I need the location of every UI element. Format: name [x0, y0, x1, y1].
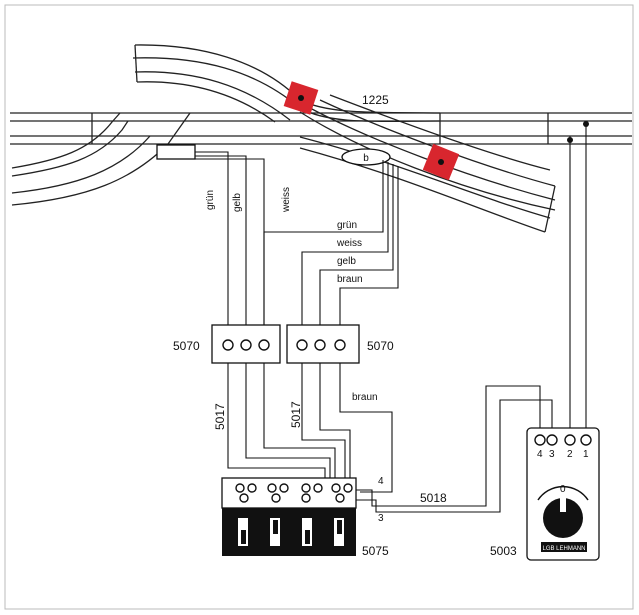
- transformer-brand: LGB LEHMANN: [542, 546, 585, 552]
- main-track: [10, 112, 632, 145]
- cable-left-number: 5017: [213, 403, 227, 430]
- decoder-right: [286, 324, 360, 364]
- transformer: [526, 427, 600, 561]
- control-unit-number: 5075: [362, 544, 389, 558]
- svg-text:b: b: [363, 153, 369, 164]
- point-machine: [156, 144, 196, 160]
- turnout-1225: [132, 44, 556, 233]
- control-panel: [221, 477, 357, 556]
- wire-label-gruen: grün: [205, 190, 216, 210]
- wire-label-gelb-right: gelb: [337, 256, 356, 267]
- transformer-number: 5003: [490, 544, 517, 558]
- decoder-left-number: 5070: [173, 339, 200, 353]
- transformer-terminal-3: 3: [549, 449, 555, 460]
- decoder-right-number: 5070: [367, 339, 394, 353]
- wire-label-weiss: weiss: [281, 187, 292, 213]
- power-cable: [356, 121, 589, 513]
- turnout-motor-top: [283, 81, 319, 115]
- terminal-three-label: 3: [378, 513, 384, 524]
- switch-drive: [341, 148, 391, 166]
- power-cable-number: 5018: [420, 491, 447, 505]
- wire-label-braun-down: braun: [352, 392, 378, 403]
- terminal-four-label: 4: [378, 476, 384, 487]
- cable-right-number: 5017: [289, 401, 303, 428]
- turnout-number: 1225: [362, 93, 389, 107]
- turnout-motor-bottom: [422, 143, 460, 181]
- left-wires: [195, 151, 336, 488]
- transformer-terminal-2: 2: [567, 449, 573, 460]
- wire-label-gelb: gelb: [232, 193, 243, 212]
- transformer-terminal-1: 1: [583, 449, 589, 460]
- wire-label-gruen-right: grün: [337, 220, 357, 231]
- page-frame: [4, 4, 634, 610]
- right-wires: [263, 160, 399, 493]
- wire-label-braun-right: braun: [337, 274, 363, 285]
- wire-label-weiss-right: weiss: [336, 238, 362, 249]
- transformer-terminal-4: 4: [537, 449, 543, 460]
- dial-zero-label: 0: [560, 484, 566, 495]
- decoder-left: [211, 324, 281, 364]
